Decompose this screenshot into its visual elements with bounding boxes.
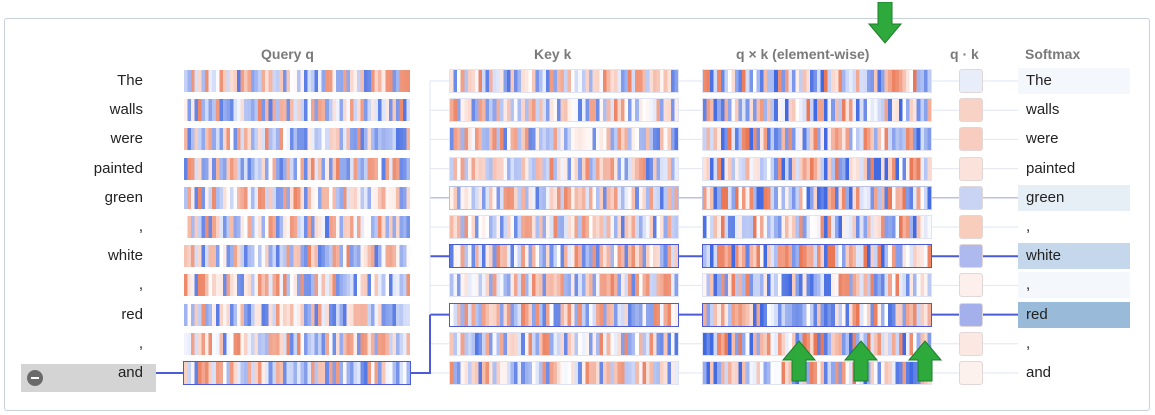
dot-product-cell [959,361,983,385]
token-label[interactable]: walls [109,101,143,119]
softmax-token[interactable]: painted [1026,159,1076,177]
product-vector-strip [702,331,932,356]
query-vector-strip [184,186,410,209]
key-vector-strip [449,361,679,385]
product-vector-strip [702,302,932,327]
token-label[interactable]: red [121,305,143,323]
key-vector-strip [449,244,679,269]
query-vector-strip [184,332,410,355]
query-vector-strip [183,361,411,385]
dot-product-cell [959,127,983,152]
query-vector-strip [184,157,410,180]
query-header: Query q [261,46,314,62]
token-label[interactable]: green [104,188,143,206]
key-vector-strip [449,156,679,181]
softmax-token[interactable]: red [1018,301,1130,328]
dot-product-cell [959,215,983,239]
softmax-token[interactable]: were [1026,130,1059,148]
key-vector-strip [449,331,679,356]
key-vector-strip [449,273,679,298]
key-vector-strip [449,69,679,93]
token-label[interactable]: were [110,130,143,148]
query-vector-strip [184,70,410,92]
key-vector-strip [449,98,679,123]
key-vector-strip [449,215,679,239]
softmax-token[interactable]: green [1018,184,1130,211]
key-vector-strip [449,185,679,210]
softmax-token[interactable]: , [1026,334,1031,352]
dot-product-cell [959,98,983,123]
query-vector-strip [184,303,410,326]
token-label[interactable]: painted [93,159,143,177]
product-vector-strip [702,127,932,152]
connector-line [410,314,431,374]
key-vector-strip [449,127,679,152]
arrow-up-icon [782,340,816,382]
product-vector-strip [702,69,932,93]
product-vector-strip [702,215,932,239]
softmax-token[interactable]: The [1018,68,1130,94]
arrow-up-icon [844,340,878,382]
query-vector-strip [184,216,410,238]
dot-product-cell [959,244,983,269]
connector-line [410,81,431,374]
key-header: Key k [534,46,572,62]
query-vector-strip [184,128,410,151]
query-vector-strip [184,99,410,122]
product-vector-strip [702,185,932,210]
arrow-up-icon [908,340,942,382]
dot-product-cell [959,273,983,298]
product-vector-strip [702,361,932,385]
dot-product-cell [959,69,983,93]
selected-token-highlight[interactable] [21,364,156,392]
token-label[interactable]: , [138,276,143,294]
product-vector-strip [702,98,932,123]
minus-circle-icon[interactable] [27,370,43,386]
product-vector-strip [702,156,932,181]
softmax-token[interactable]: and [1026,364,1052,381]
query-vector-strip [184,274,410,297]
arrow-down-icon [868,2,902,44]
dot-product-cell [959,156,983,181]
softmax-token[interactable]: walls [1026,101,1060,119]
softmax-token[interactable]: , [1018,272,1130,299]
product-header: q × k (element-wise) [736,46,870,62]
softmax-token[interactable]: , [1026,218,1031,235]
token-label[interactable]: , [138,218,143,235]
key-vector-strip [449,302,679,327]
token-label[interactable]: The [117,72,143,89]
softmax-token[interactable]: white [1018,243,1130,270]
product-vector-strip [702,244,932,269]
dot-product-header: q · k [950,46,979,62]
token-label[interactable]: white [107,247,143,265]
dot-product-cell [959,302,983,327]
query-vector-strip [184,245,410,268]
token-label[interactable]: , [138,334,143,352]
product-vector-strip [702,273,932,298]
token-label[interactable]: and [117,364,143,381]
softmax-header: Softmax [1025,46,1081,62]
dot-product-cell [959,185,983,210]
dot-product-cell [959,331,983,356]
